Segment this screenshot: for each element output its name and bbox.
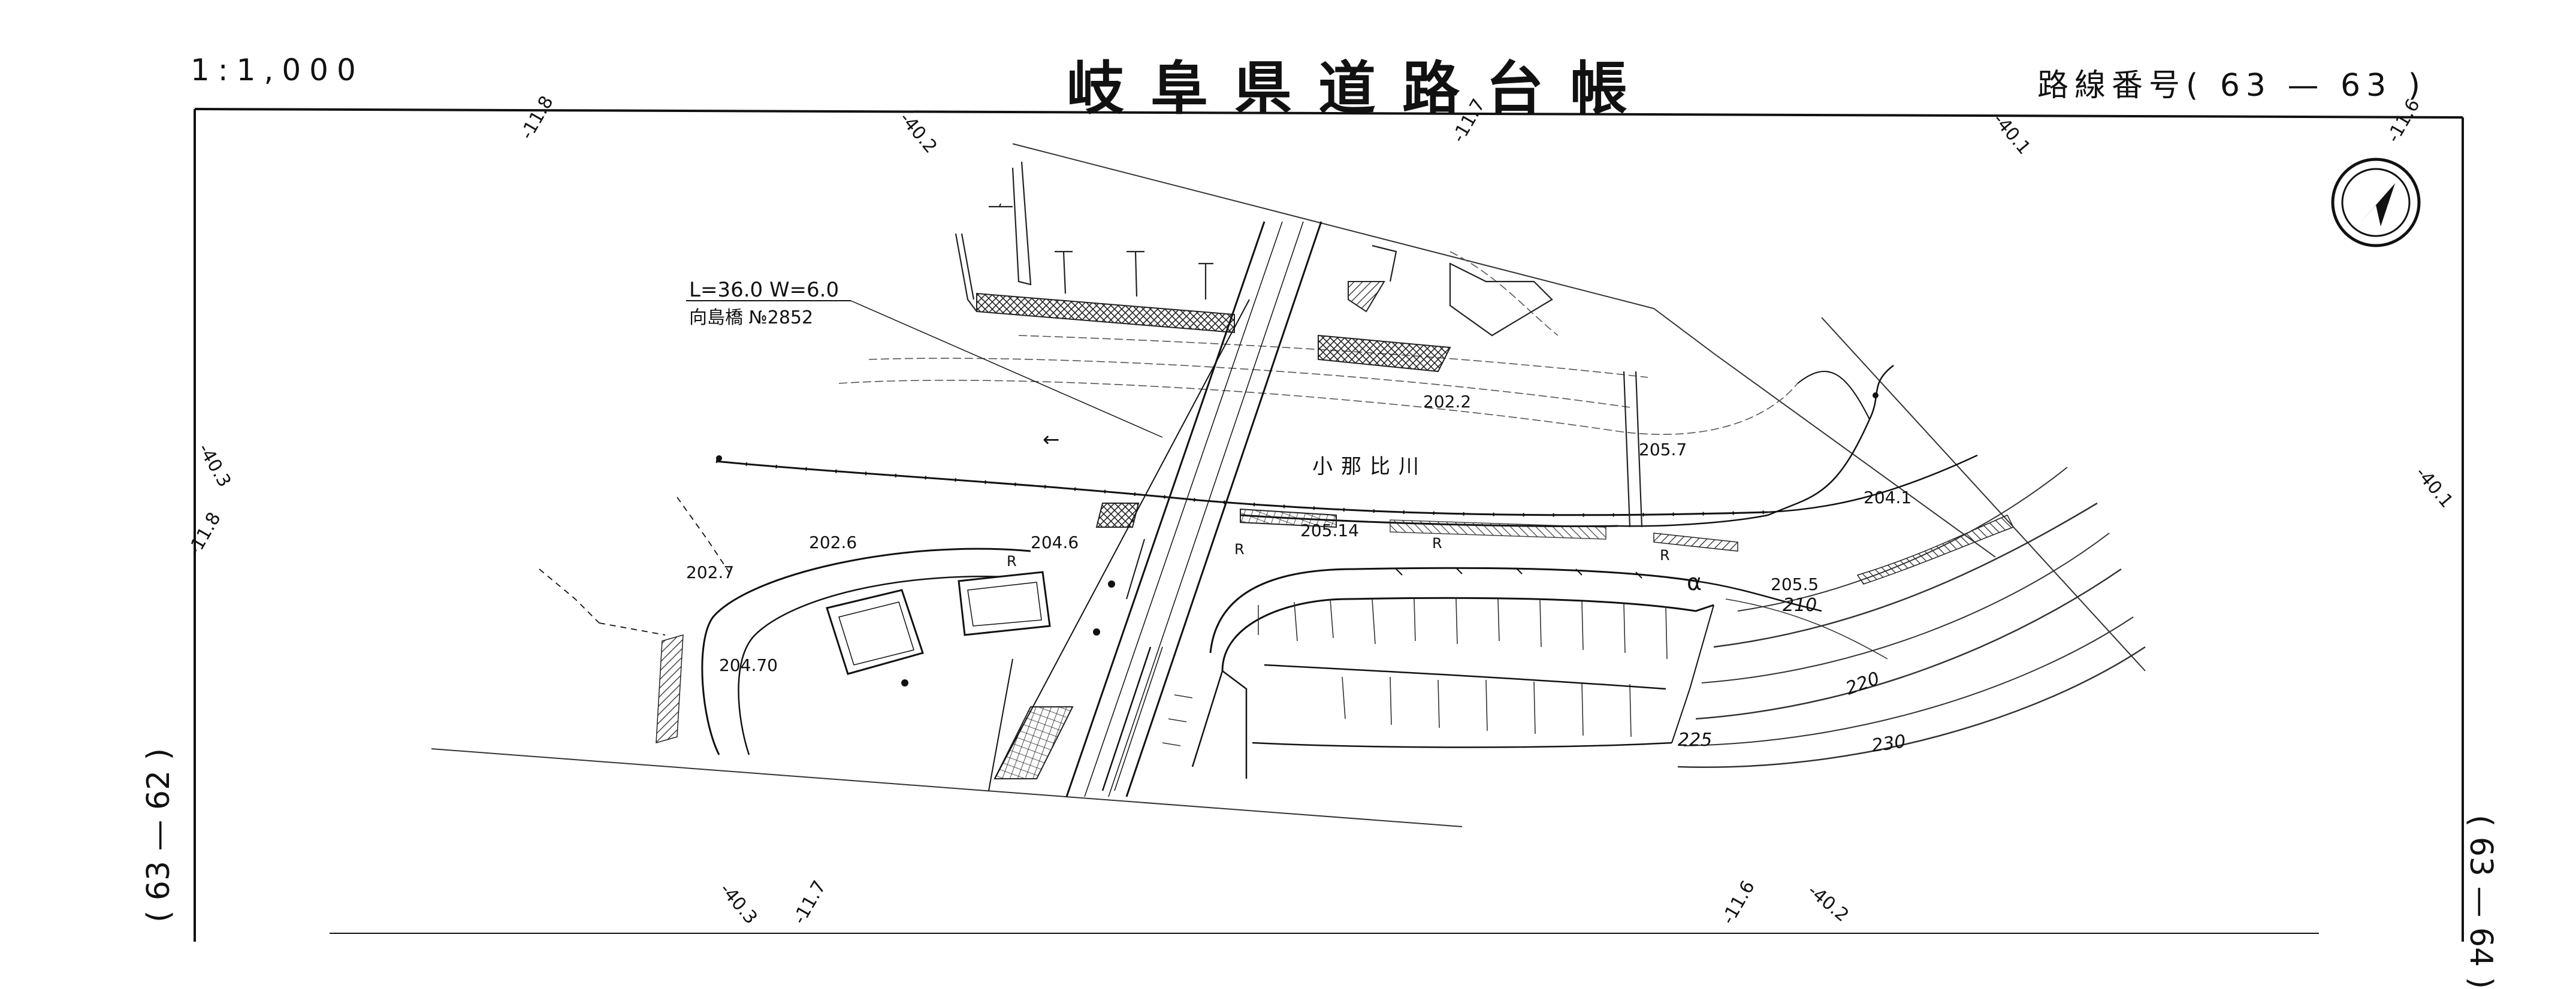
north-arrow-icon <box>2331 158 2421 247</box>
retaining-walls <box>656 281 2015 779</box>
spot-height: 205.14 <box>1300 521 1359 540</box>
spot-height: 202.6 <box>809 533 857 552</box>
radius-mark: R <box>1432 535 1442 552</box>
grid-label-bottom: -11.7 <box>789 877 831 928</box>
river-flow-arrow: ← <box>1043 428 1060 452</box>
spot-height: 204.6 <box>1031 533 1079 552</box>
contour-lines-right <box>1677 467 2146 768</box>
grid-label-top: -40.2 <box>895 108 941 158</box>
contour-labels: 210 220 225 230 <box>1678 595 1907 757</box>
grid-label-left: -40.3 <box>194 440 235 491</box>
map-scale: 1:1,000 <box>191 53 364 87</box>
survey-area-outline <box>431 143 2146 827</box>
grid-label-bottom: -40.3 <box>715 879 762 928</box>
road-alignment <box>988 221 1322 797</box>
bridge-callout: L=36.0 W=6.0 向島橋 №2852 <box>686 278 1163 438</box>
grid-label-top: -11.6 <box>2383 95 2424 146</box>
spot-heights: 202.2 205.7 204.1 202.6 204.6 202.7 205.… <box>686 392 1911 675</box>
map-title: 岐阜県道路台帳 <box>1067 55 1654 122</box>
road-ledger-map: -11.8 -40.2 -11.7 -40.1 -11.6 -40.3 -11.… <box>184 92 2464 942</box>
spot-height: 202.2 <box>1423 392 1471 412</box>
grid-label-bottom: -40.2 <box>1804 880 1853 926</box>
upper-bank-structures <box>955 161 1643 528</box>
grid-label-right: -40.1 <box>2411 463 2457 512</box>
buildings <box>826 571 1051 675</box>
lower-road <box>1191 567 1822 779</box>
alpha-mark: α <box>1687 569 1702 595</box>
bridge-name: 向島橋 №2852 <box>689 307 813 328</box>
embankment-lines <box>1252 664 1672 748</box>
spot-height: 202.7 <box>686 562 734 582</box>
contour-label: 220 <box>1843 668 1883 699</box>
grid-label-left: -11.8 <box>184 509 225 559</box>
left-road <box>539 497 1031 755</box>
spot-height: 204.1 <box>1864 488 1911 507</box>
radius-mark: R <box>1007 553 1017 570</box>
map-frame <box>194 108 2464 942</box>
contour-label: 210 <box>1783 595 1817 616</box>
bridge-dimensions: L=36.0 W=6.0 <box>689 278 839 302</box>
grid-labels: -11.8 -40.2 -11.7 -40.1 -11.6 -40.3 -11.… <box>184 92 2457 928</box>
grid-label-top: -11.8 <box>517 92 558 143</box>
spot-height: 205.7 <box>1639 440 1687 459</box>
spot-height: 204.70 <box>719 655 778 675</box>
spot-height: 205.5 <box>1771 574 1819 594</box>
route-number: 路線番号( 63 — 63 ) <box>2037 68 2427 104</box>
contour-label: 225 <box>1678 730 1712 751</box>
contour-label: 230 <box>1870 731 1907 757</box>
radius-mark: R <box>1234 541 1245 558</box>
grid-label-bottom: -11.6 <box>1718 877 1759 928</box>
survey-points <box>716 392 1879 686</box>
road-marks: R R R R α <box>1007 535 1702 595</box>
slope-ticks <box>1162 598 1668 746</box>
river-name: 小那比川 <box>1312 455 1427 479</box>
radius-mark: R <box>1660 547 1670 564</box>
grid-label-top: -11.7 <box>1448 95 1490 146</box>
river-banks <box>715 365 1978 527</box>
